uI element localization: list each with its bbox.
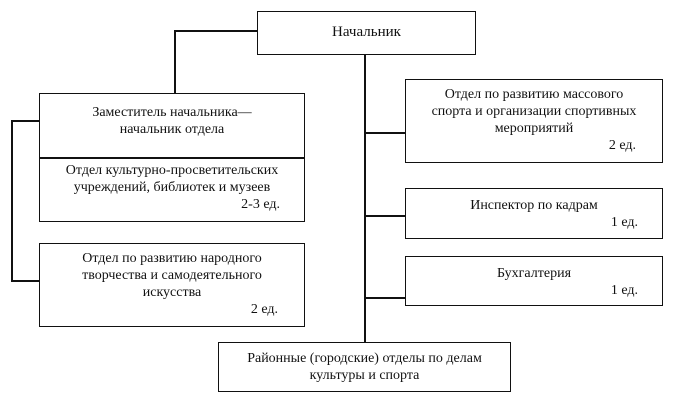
connector [174,30,176,93]
deputy-sub-line: Отдел культурно-просветительских [65,163,279,178]
connector [11,120,13,281]
connector [174,30,258,32]
sport-units: 2 ед. [608,138,636,153]
folk-units: 2 ед. [250,302,278,317]
accounting-box: Бухгалтерия 1 ед. [405,256,663,306]
head-title: Начальник [332,24,401,40]
folk-line: искусства [142,285,202,300]
deputy-title-line: начальник отдела [119,122,225,137]
sport-line: мероприятий [494,121,574,136]
deputy-box: Заместитель начальника— начальник отдела… [39,93,305,222]
connector [364,297,406,299]
sport-line: спорта и организации спортивных [431,104,637,119]
district-line: Районные (городские) отделы по делам [247,351,482,366]
connector [364,54,366,343]
sport-box: Отдел по развитию массового спорта и орг… [405,79,663,163]
hr-title: Инспектор по кадрам [470,198,598,213]
folk-box: Отдел по развитию народного творчества и… [39,243,305,327]
connector [11,120,40,122]
folk-line: Отдел по развитию народного [82,251,262,266]
acc-title: Бухгалтерия [496,266,572,281]
deputy-units: 2-3 ед. [241,197,280,212]
deputy-title-line: Заместитель начальника— [92,105,252,120]
district-box: Районные (городские) отделы по делам кул… [218,342,511,392]
connector [364,132,406,134]
hr-units: 1 ед. [610,215,638,230]
folk-line: творчества и самодеятельного [82,268,262,283]
sport-line: Отдел по развитию массового [444,87,624,102]
deputy-sub-line: учреждений, библиотек и музеев [73,180,271,195]
head-box: Начальник [257,11,476,55]
connector [364,215,406,217]
hr-box: Инспектор по кадрам 1 ед. [405,188,663,239]
connector [11,280,40,282]
district-line: культуры и спорта [309,368,420,383]
acc-units: 1 ед. [610,283,638,298]
divider [40,157,304,159]
